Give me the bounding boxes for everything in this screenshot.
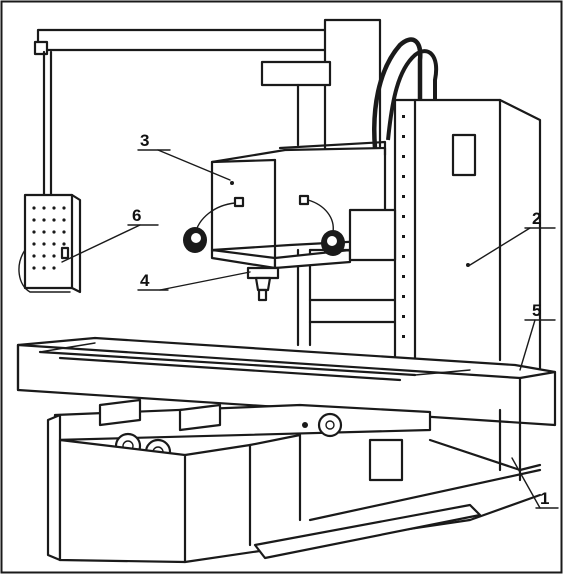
power-cable <box>372 37 439 149</box>
worktable <box>16 336 557 427</box>
callout-1: 1 <box>540 489 549 508</box>
callout-2: 2 <box>532 209 541 228</box>
handwheel-right <box>307 199 345 256</box>
overhead-arm <box>33 28 332 197</box>
spindle-head <box>210 140 397 270</box>
callout-5: 5 <box>532 301 541 320</box>
leader-lines <box>61 149 559 509</box>
spindle-tool <box>246 266 280 302</box>
callout-6: 6 <box>132 206 141 225</box>
callout-3: 3 <box>140 131 149 150</box>
handwheel-left <box>183 202 236 253</box>
control-pendant <box>18 193 82 294</box>
machine-base <box>46 408 542 564</box>
callout-4: 4 <box>140 271 150 290</box>
